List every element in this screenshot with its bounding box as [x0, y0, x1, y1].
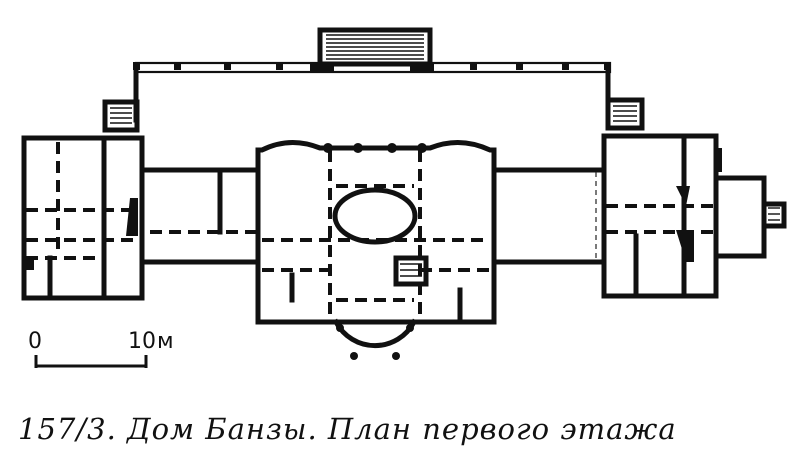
scale-bar: 0 10 м: [28, 329, 174, 368]
figure-caption: 157/3. Дом Банзы. План первого этажа: [18, 412, 677, 446]
scale-end-label: 10: [128, 329, 156, 354]
right-side-stair: [605, 97, 645, 131]
right-wing: [601, 133, 722, 299]
left-side-stair: [102, 99, 140, 133]
left-wing: [21, 135, 145, 301]
scale-start-label: 0: [28, 329, 42, 354]
left-gallery: [139, 167, 261, 265]
central-block: [255, 140, 497, 325]
front-terrace: [133, 61, 612, 123]
scale-unit-label: м: [157, 329, 174, 354]
right-annex: [713, 175, 787, 259]
main-entrance-stair: [317, 27, 433, 67]
rear-rotunda: [332, 318, 418, 360]
right-gallery: [491, 167, 607, 265]
